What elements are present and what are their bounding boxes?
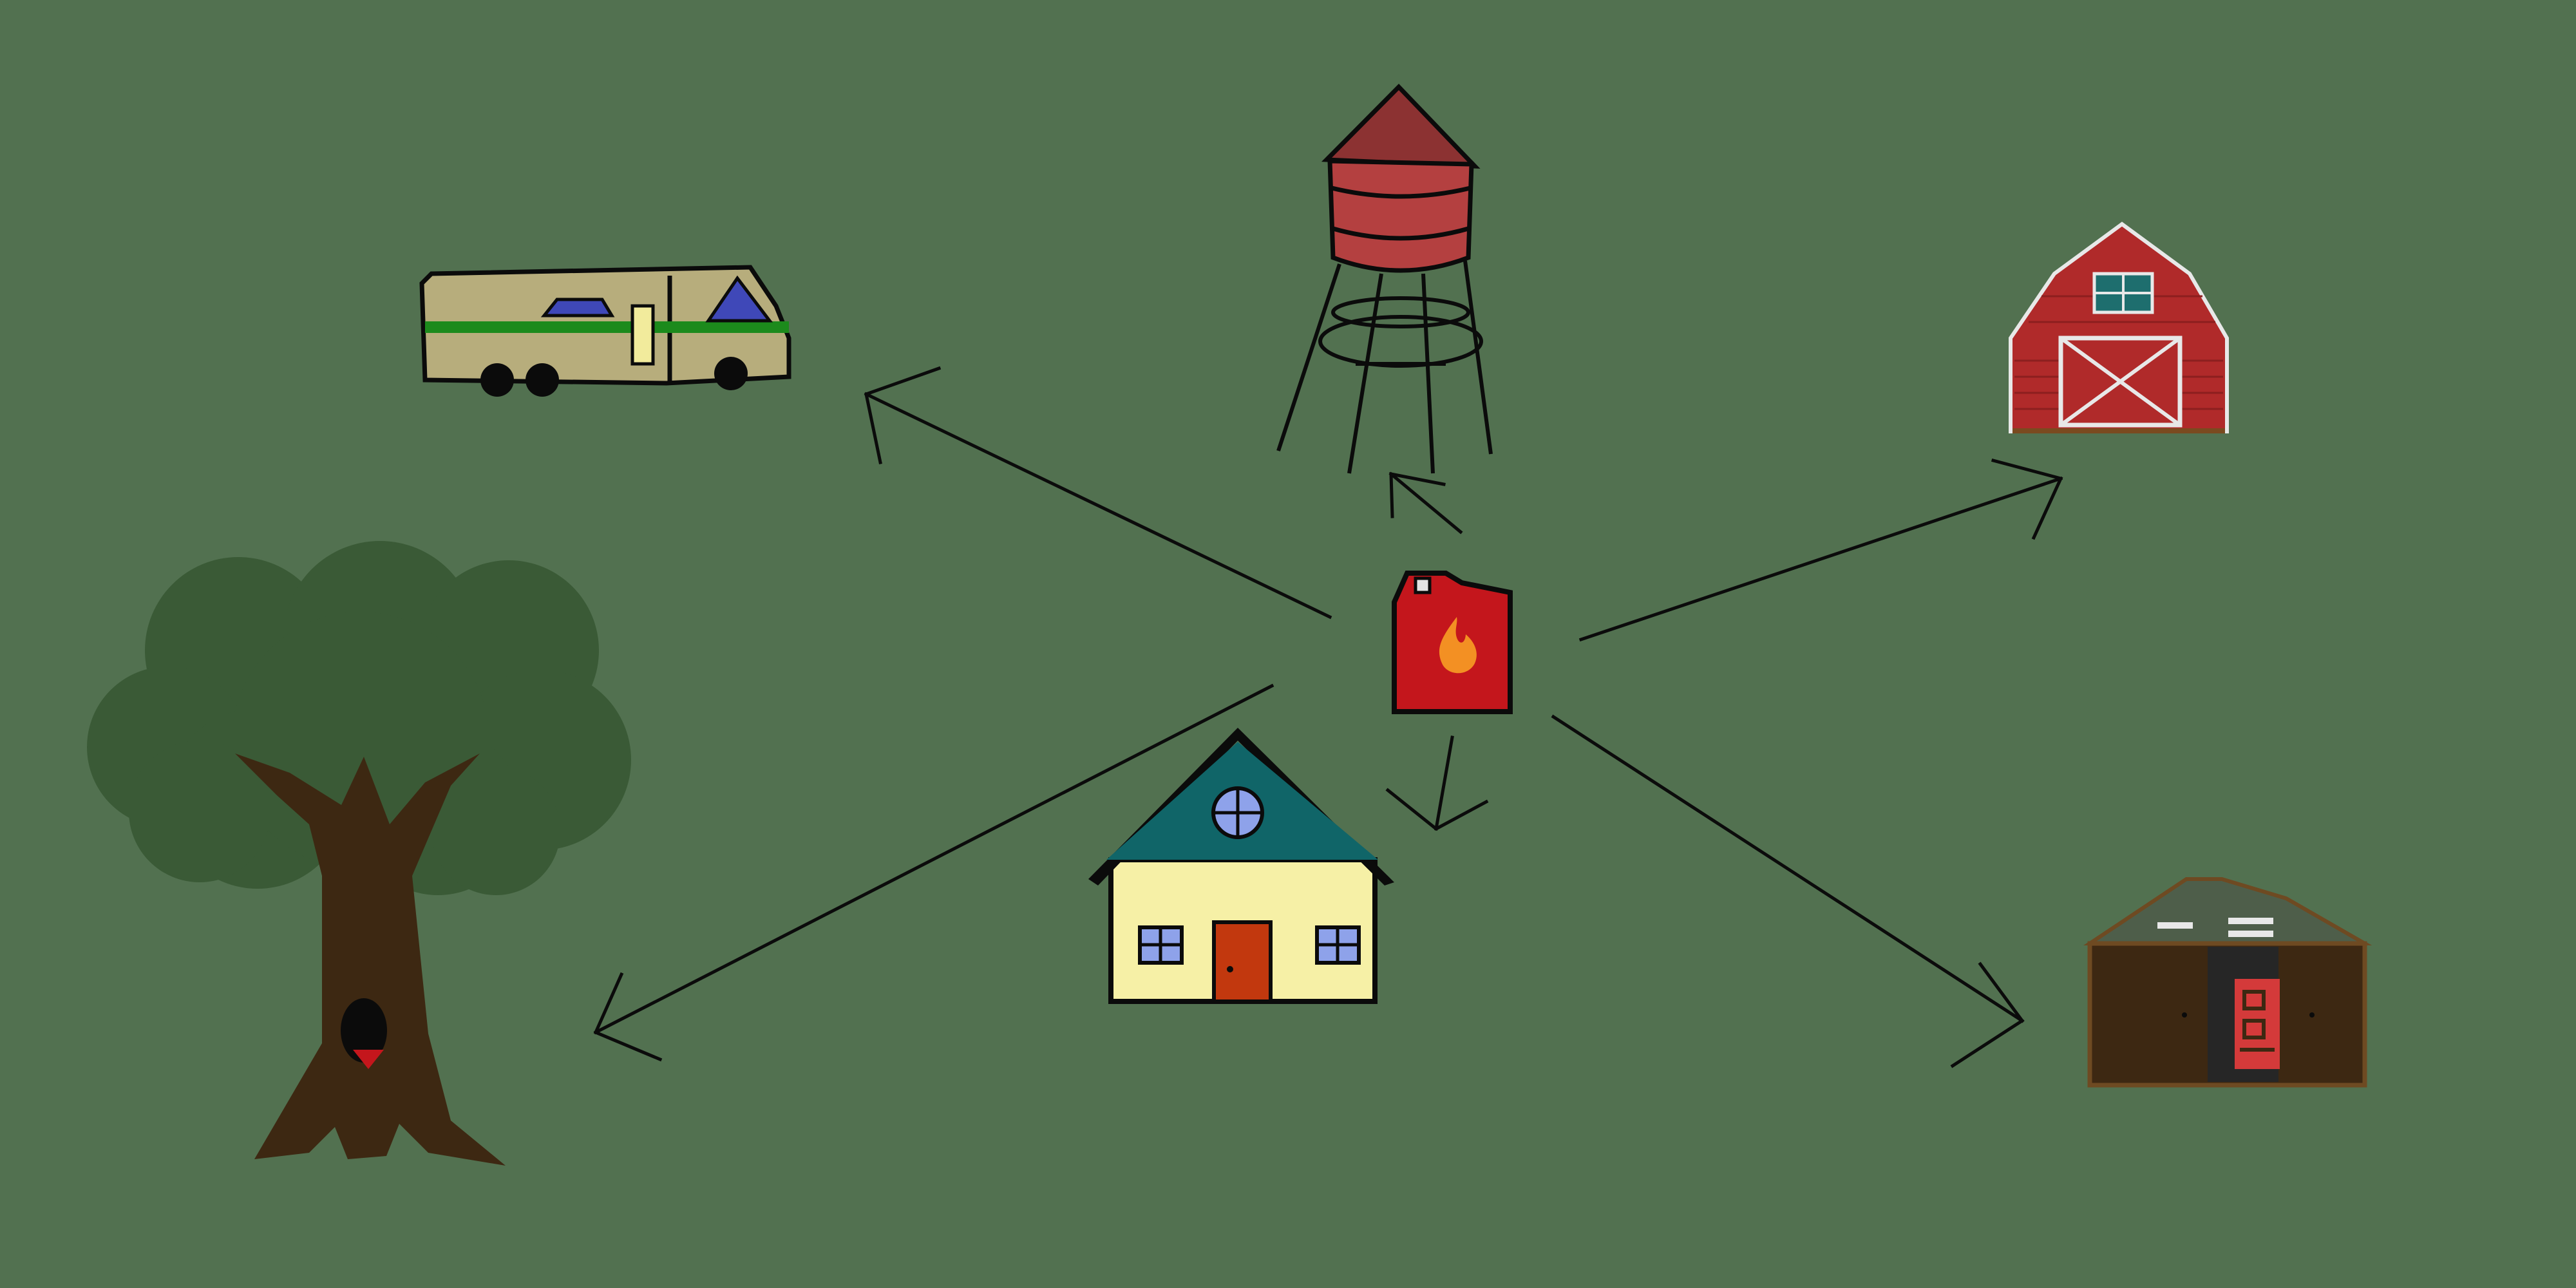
arrow-to-tree xyxy=(593,683,1274,1062)
arrow-to-water-tower xyxy=(1388,471,1463,535)
barn-icon[interactable] xyxy=(2009,222,2229,433)
arrow-to-house xyxy=(1385,735,1489,831)
tree-with-hollow-icon[interactable] xyxy=(87,541,631,1166)
gas-can-icon[interactable] xyxy=(1392,571,1513,714)
shed-icon[interactable] xyxy=(2083,877,2372,1088)
rv-camper-icon[interactable] xyxy=(419,265,791,397)
arrow-to-shed xyxy=(1551,714,2025,1068)
arrow-to-rv xyxy=(864,366,1332,620)
arrow-to-barn xyxy=(1578,458,2063,642)
water-tower-icon[interactable] xyxy=(1276,83,1493,474)
house-icon[interactable] xyxy=(1088,728,1394,1004)
